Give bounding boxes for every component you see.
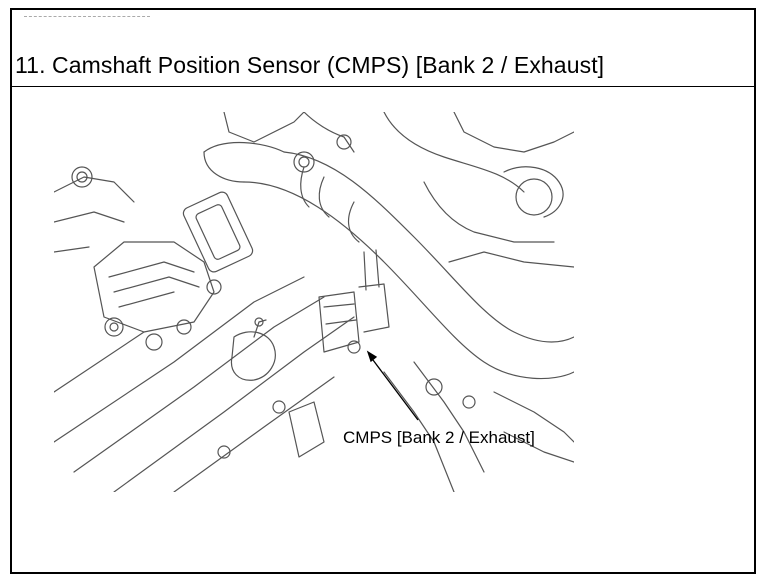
engine-line-drawing: [54, 112, 574, 492]
header-divider: [12, 86, 754, 87]
page-frame: 11. Camshaft Position Sensor (CMPS) [Ban…: [10, 8, 756, 574]
page-title: 11. Camshaft Position Sensor (CMPS) [Ban…: [15, 52, 605, 78]
cmps-callout-label: CMPS [Bank 2 / Exhaust]: [343, 428, 535, 447]
header-tab-remnant: [24, 16, 150, 27]
